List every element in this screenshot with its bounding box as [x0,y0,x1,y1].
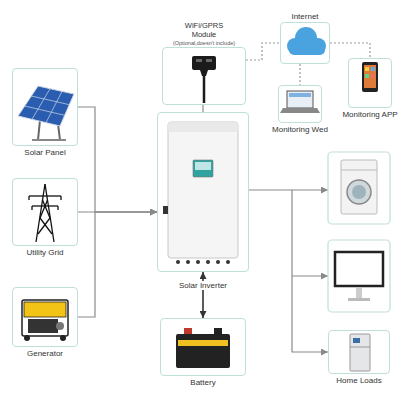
connector-line [299,64,300,85]
node-label: Utility Grid [3,248,87,257]
node-label: Internet [263,12,347,21]
component-box: Monitoring APP [348,58,392,108]
connector-line [202,105,203,112]
node-label: WiFi/GPRS Module [178,22,230,39]
component-box: Battery [160,318,246,376]
node-label: (Optional,doesn't include) [158,40,250,46]
connector-line [246,43,280,60]
node-label: Monitoring APP [328,110,404,119]
component-box: Utility Grid [12,178,78,246]
load-wire [292,189,328,190]
monitor-icon [328,240,390,312]
label-group: Home Loads [317,376,401,385]
label-group: Monitoring Wed [258,125,342,134]
node-label: Home Loads [317,376,401,385]
connector-line [202,272,204,318]
label-group: WiFi/GPRS Module(Optional,doesn't includ… [158,22,250,46]
component-box: Monitoring Wed [278,85,322,123]
component-box: Internet [280,22,330,64]
component-box: Generator [12,287,78,347]
component-box: Home Loads [328,330,390,374]
component-box: Solar Panel [12,68,78,146]
node-label: Monitoring Wed [258,125,342,134]
label-group: Solar Panel [3,148,87,157]
label-group: Monitoring APP [328,110,404,119]
connector-line [249,190,328,352]
node-label: Solar Panel [3,148,87,157]
washer-icon [328,152,390,224]
node-label: Solar Inverter [177,281,229,290]
label-group: Generator [3,349,87,358]
component-box: WiFi/GPRS Module(Optional,doesn't includ… [162,47,246,105]
node-label: Battery [161,378,245,387]
node-label: Generator [3,349,87,358]
label-group: Utility Grid [3,248,87,257]
label-group: Solar Inverter [161,274,245,292]
load-wire [292,275,328,276]
connector-line [78,107,157,212]
connector-line [330,43,370,58]
connector-line [78,212,157,317]
component-box: Solar Inverter [157,112,249,272]
label-group: Battery [161,378,245,387]
label-group: Internet [263,12,347,21]
